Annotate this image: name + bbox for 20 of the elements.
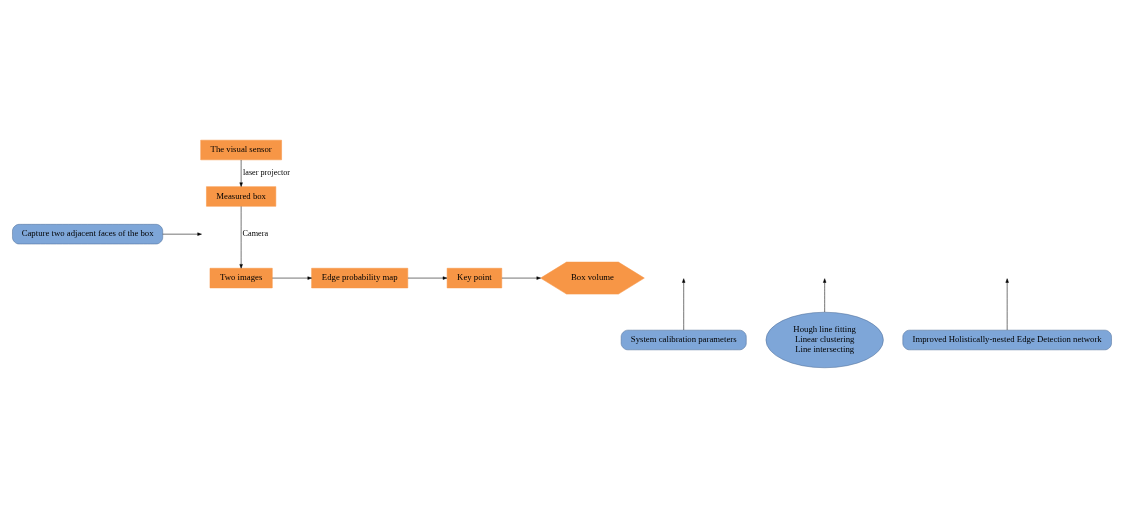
node-box: Improved Holistically-nested Edge Detection network (902, 329, 1112, 350)
node-box: The visual sensor (200, 139, 282, 160)
node-box: Measured box (206, 185, 277, 207)
arrow (501, 275, 541, 280)
edge-label: laser projector (243, 167, 291, 177)
arrow (162, 232, 202, 236)
arrow (272, 275, 312, 280)
arrow (407, 275, 448, 280)
arrow (239, 205, 243, 268)
arrow (823, 277, 827, 312)
node-box: Capture two adjacent faces of the box (12, 223, 163, 244)
edge-label: Camera (242, 228, 269, 238)
node-ellipse: Hough line fitting Linear clustering Line intersecting (765, 311, 884, 368)
node-box: Key point (446, 267, 503, 288)
node-box: Edge probability map (311, 267, 409, 288)
node-box: Two images (209, 267, 273, 288)
arrow (1005, 277, 1009, 330)
node-box: System calibration parameters (620, 329, 747, 350)
arrow (239, 159, 243, 187)
arrow (682, 277, 686, 330)
